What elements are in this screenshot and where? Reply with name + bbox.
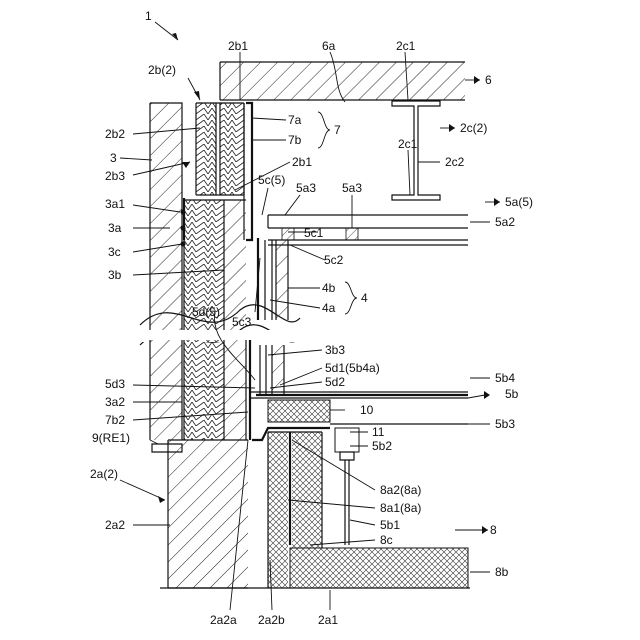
label-10: 10 bbox=[360, 403, 374, 417]
brace-4 bbox=[345, 282, 357, 314]
upper-exterior-panel bbox=[150, 103, 182, 335]
label-5b1: 5b1 bbox=[380, 518, 400, 532]
label-5b2: 5b2 bbox=[372, 439, 392, 453]
label-4b: 4b bbox=[322, 281, 336, 295]
label-8: 8 bbox=[490, 523, 497, 537]
label-5b4: 5b4 bbox=[495, 371, 515, 385]
label-5a2: 5a2 bbox=[495, 215, 515, 229]
label-2a1: 2a1 bbox=[318, 613, 338, 627]
label-5c3: 5c3 bbox=[232, 315, 252, 329]
label-3b: 3b bbox=[108, 268, 122, 282]
label-3a1: 3a1 bbox=[105, 197, 125, 211]
label-7b: 7b bbox=[288, 133, 302, 147]
label-3a2: 3a2 bbox=[105, 395, 125, 409]
label-2c1-mid: 2c1 bbox=[398, 137, 418, 151]
label-5d2: 5d2 bbox=[325, 375, 345, 389]
label-3a: 3a bbox=[108, 221, 122, 235]
label-3: 3 bbox=[110, 151, 117, 165]
label-4: 4 bbox=[361, 291, 368, 305]
label-6a: 6a bbox=[322, 39, 336, 53]
label-4a: 4a bbox=[322, 301, 336, 315]
label-5d5: 5d(5) bbox=[192, 305, 220, 319]
label-5d3: 5d3 bbox=[105, 377, 125, 391]
label-5b3: 5b3 bbox=[495, 417, 515, 431]
slab-8b bbox=[290, 548, 468, 588]
label-5a3-a: 5a3 bbox=[296, 181, 316, 195]
label-11: 11 bbox=[372, 425, 385, 439]
foundation-2a bbox=[168, 440, 248, 588]
label-2b2b: 2b2 bbox=[105, 127, 125, 141]
label-5b: 5b bbox=[505, 387, 519, 401]
label-fig: 1 bbox=[145, 9, 152, 23]
label-2a2: 2a2 bbox=[105, 518, 125, 532]
ceiling-slab bbox=[220, 62, 465, 100]
label-8a1: 8a1(8a) bbox=[380, 501, 421, 515]
label-2a2paren: 2a(2) bbox=[90, 467, 118, 481]
label-8c: 8c bbox=[380, 533, 393, 547]
label-2a2b: 2a2b bbox=[258, 613, 285, 627]
interior-wall-4 bbox=[258, 238, 288, 320]
label-9: 9(RE1) bbox=[92, 431, 130, 445]
brace-7 bbox=[318, 112, 330, 148]
label-5a5: 5a(5) bbox=[505, 195, 533, 209]
ceiling-panel-5a bbox=[268, 215, 468, 245]
label-5a3-b: 5a3 bbox=[342, 181, 362, 195]
label-2a2a: 2a2a bbox=[210, 613, 237, 627]
label-3b3: 3b3 bbox=[325, 343, 345, 357]
block-10 bbox=[268, 400, 330, 422]
label-8b: 8b bbox=[495, 565, 509, 579]
label-2c2: 2c2 bbox=[445, 155, 465, 169]
label-2c1-top: 2c1 bbox=[396, 39, 416, 53]
label-8a2: 8a2(8a) bbox=[380, 483, 421, 497]
label-5c1: 5c1 bbox=[304, 226, 324, 240]
label-3c: 3c bbox=[108, 245, 121, 259]
upper-insulation-column bbox=[196, 103, 244, 195]
label-2b1-top: 2b1 bbox=[228, 39, 248, 53]
label-7: 7 bbox=[334, 123, 341, 137]
label-2b3: 2b3 bbox=[105, 169, 125, 183]
label-5c5: 5c(5) bbox=[258, 173, 285, 187]
label-5d1: 5d1(5b4a) bbox=[325, 361, 380, 375]
label-7b2: 7b2 bbox=[105, 413, 125, 427]
label-7a: 7a bbox=[288, 113, 302, 127]
label-2c2paren: 2c(2) bbox=[460, 121, 487, 135]
label-6: 6 bbox=[485, 73, 492, 87]
label-2b2: 2b(2) bbox=[148, 63, 176, 77]
label-2b1-mid: 2b1 bbox=[292, 155, 312, 169]
lower-insulation bbox=[184, 340, 250, 440]
label-5c2: 5c2 bbox=[324, 253, 344, 267]
lower-exterior-panel bbox=[150, 340, 182, 440]
